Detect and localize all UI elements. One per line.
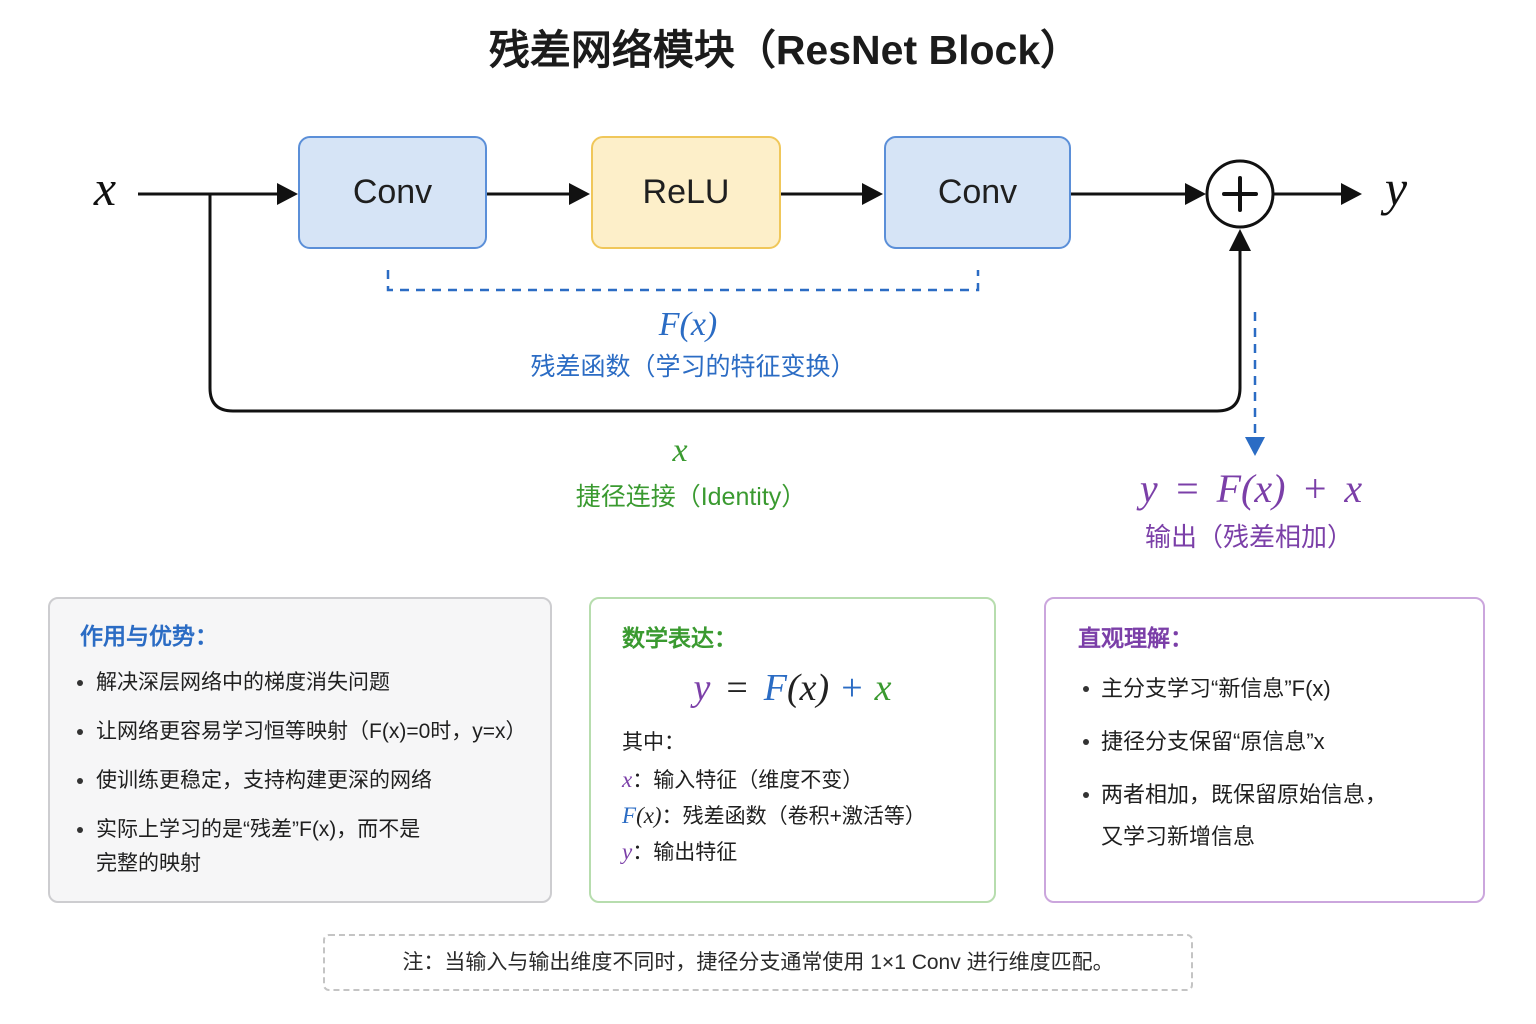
arrow-head (1185, 183, 1206, 205)
definition-row: F(x)：残差函数（卷积+激活等） (622, 798, 926, 834)
list-item-text: 使训练更稳定，支持构建更深的网络 (96, 769, 432, 792)
equation-shortcut-symbol: x (874, 667, 892, 709)
equation-residual-function: F (763, 667, 788, 709)
math-title: 数学表达： (622, 625, 737, 651)
list-item-text: 解决深层网络中的梯度消失问题 (96, 671, 390, 694)
benefits-panel: 作用与优势： 解决深层网络中的梯度消失问题 让网络更容易学习恒等映射（F(x)=… (48, 597, 552, 903)
conv-block-2: Conv (884, 136, 1071, 249)
arrow-conv1-to-relu (487, 183, 590, 205)
list-item: 两者相加，既保留原始信息， 又学习新增信息 (1046, 774, 1483, 858)
intuition-panel: 直观理解： 主分支学习“新信息”F(x) 捷径分支保留“原信息”x 两者相加，既… (1044, 597, 1485, 903)
list-item-text: 捷径分支保留“原信息”x (1101, 729, 1325, 754)
bullet-dot (77, 827, 83, 833)
arrow-input-to-conv1 (138, 183, 298, 205)
shortcut-line (208, 194, 1242, 413)
bullet-dot (1083, 792, 1089, 798)
arrow-head (1245, 437, 1265, 456)
definitions-list: x：输入特征（维度不变） F(x)：残差函数（卷积+激活等） y：输出特征 (622, 762, 926, 870)
arrow-head (1229, 229, 1251, 251)
definition-row: y：输出特征 (622, 834, 926, 870)
residual-caption: 残差函数（学习的特征变换） (530, 353, 856, 381)
arrow-head (862, 183, 883, 205)
list-item-text-continued: 又学习新增信息 (1101, 824, 1256, 849)
bullet-dot (1083, 686, 1089, 692)
intuition-list: 主分支学习“新信息”F(x) 捷径分支保留“原信息”x 两者相加，既保留原始信息… (1046, 668, 1483, 869)
output-symbol: y (1384, 160, 1408, 216)
arrow-head (569, 183, 590, 205)
shortcut-symbol: x (672, 432, 688, 469)
adder-node (1205, 159, 1275, 229)
output-pointer-arrow (1245, 312, 1265, 456)
arrow-head (1341, 183, 1362, 205)
list-item-text-continued: 完整的映射 (96, 852, 201, 875)
conv-block-1: Conv (298, 136, 487, 249)
shortcut-connection-path (208, 194, 1251, 413)
definition-text: ：输出特征 (632, 841, 738, 864)
equation-output-symbol: y (693, 667, 711, 709)
definition-text: ：残差函数（卷积+激活等） (661, 805, 926, 828)
list-item-text: 两者相加，既保留原始信息， (1101, 782, 1388, 807)
definition-symbol: F (622, 803, 637, 828)
bullet-dot (1083, 739, 1089, 745)
math-equation: y = F(x) + x (591, 664, 994, 712)
list-item-text: 实际上学习的是“残差”F(x)，而不是 (96, 818, 421, 841)
resnet-diagram (138, 159, 1362, 456)
list-item-text: 主分支学习“新信息”F(x) (1101, 676, 1331, 701)
equation-equals-sign: = (726, 667, 748, 709)
definition-row: x：输入特征（维度不变） (622, 762, 926, 798)
input-symbol: x (93, 160, 117, 216)
list-item: 让网络更容易学习恒等映射（F(x)=0时，y=x） (50, 715, 550, 749)
definition-symbol-argument: (x) (636, 803, 662, 828)
benefits-title: 作用与优势： (80, 623, 218, 649)
definition-text: ：输入特征（维度不变） (632, 769, 864, 792)
equation-plus-sign: + (841, 667, 863, 709)
where-label: 其中： (622, 731, 685, 754)
benefits-list: 解决深层网络中的梯度消失问题 让网络更容易学习恒等映射（F(x)=0时，y=x）… (50, 666, 550, 896)
sum-formula: y = F(x) + x (1139, 466, 1363, 511)
list-item: 解决深层网络中的梯度消失问题 (50, 666, 550, 700)
definition-symbol: x (622, 767, 633, 792)
arrow-head (277, 183, 298, 205)
bullet-dot (77, 680, 83, 686)
bullet-dot (77, 729, 83, 735)
residual-bracket (386, 270, 980, 292)
arrow-adder-to-output (1273, 183, 1362, 205)
intuition-title: 直观理解： (1078, 625, 1193, 651)
arrow-relu-to-conv2 (781, 183, 883, 205)
list-item: 捷径分支保留“原信息”x (1046, 721, 1483, 763)
relu-block: ReLU (591, 136, 781, 249)
arrow-conv2-to-adder (1071, 183, 1206, 205)
list-item: 实际上学习的是“残差”F(x)，而不是 完整的映射 (50, 813, 550, 881)
sum-caption: 输出（残差相加） (1144, 522, 1353, 552)
shortcut-caption: 捷径连接（Identity） (575, 483, 807, 511)
math-panel: 数学表达： y=F(x)+x 其中： x：输入特征（维度不变） F(x)：残差函… (589, 597, 996, 903)
list-item-text: 让网络更容易学习恒等映射（F(x)=0时，y=x） (96, 720, 527, 743)
footnote: 注：当输入与输出维度不同时，捷径分支通常使用 1×1 Conv 进行维度匹配。 (323, 934, 1193, 991)
page-title: 残差网络模块（ResNet Block） (488, 27, 1082, 73)
residual-formula: F(x) (658, 306, 718, 343)
list-item: 使训练更稳定，支持构建更深的网络 (50, 764, 550, 798)
list-item: 主分支学习“新信息”F(x) (1046, 668, 1483, 710)
definition-symbol: y (622, 839, 633, 864)
equation-residual-argument: (x) (787, 667, 830, 709)
bullet-dot (77, 778, 83, 784)
